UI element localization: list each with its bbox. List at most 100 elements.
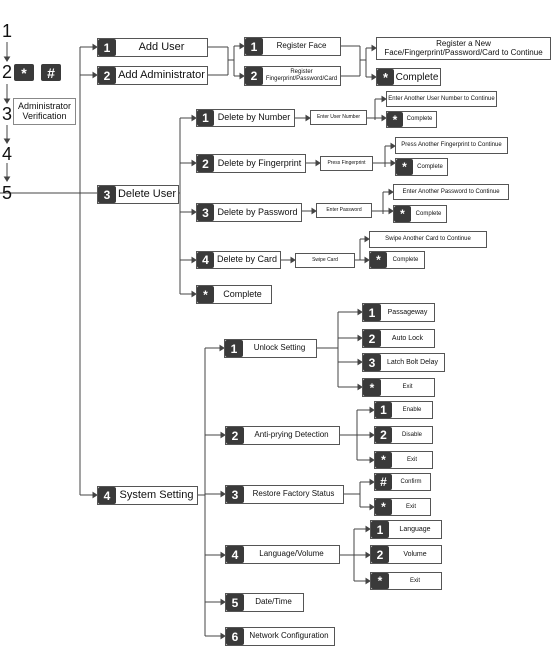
confirm-label: Confirm xyxy=(400,478,422,485)
volume-label: Volume xyxy=(403,550,427,558)
add-user-item: 1 Add User xyxy=(97,38,208,57)
language-option: 1 Language xyxy=(370,520,442,539)
add-administrator-label: Add Administrator xyxy=(118,69,205,82)
system-setting-item: 4 System Setting xyxy=(97,486,198,505)
enable-key: 1 xyxy=(375,402,392,418)
delete-by-password-label: Delete by Password xyxy=(217,206,298,217)
star-key-icon: * xyxy=(387,112,403,127)
language-key: 1 xyxy=(371,521,389,538)
press-fingerprint-box: Press Fingerprint xyxy=(320,156,373,171)
disable-option: 2 Disable xyxy=(374,426,433,444)
star-key-icon: * xyxy=(375,452,392,468)
add-administrator-number: 2 xyxy=(98,67,116,84)
auto-lock-option: 2 Auto Lock xyxy=(362,329,435,348)
anti-prying-label: Anti-prying Detection xyxy=(254,430,329,440)
step-number-4: 4 xyxy=(2,144,13,164)
anti-prying-number: 2 xyxy=(226,427,244,444)
step-number-3: 3 xyxy=(2,104,13,124)
delete-card-complete-label: Complete xyxy=(392,256,419,263)
enable-label: Enable xyxy=(402,406,422,413)
restore-factory-label: Restore Factory Status xyxy=(252,489,335,499)
register-new-line-1: Register a New xyxy=(436,38,491,48)
date-time-number: 5 xyxy=(226,594,244,611)
delete-number-complete-item: * Complete xyxy=(386,111,437,128)
register-fingerprint-line-2: Fingerprint/Password/Card xyxy=(265,76,338,82)
register-complete-label: Complete xyxy=(395,71,439,83)
delete-by-card-label: Delete by Card xyxy=(216,254,278,265)
add-user-label: Add User xyxy=(138,41,185,54)
register-fingerprint-number: 2 xyxy=(245,67,263,85)
star-key-icon: * xyxy=(375,499,392,515)
star-key-icon: * xyxy=(370,252,387,268)
delete-by-fingerprint-item: 2 Delete by Fingerprint xyxy=(196,154,306,173)
delete-complete-item: * Complete xyxy=(196,285,272,304)
star-key-icon: * xyxy=(371,573,389,589)
delete-password-continue-box: Enter Another Password to Continue xyxy=(393,184,509,200)
delete-by-number-number: 1 xyxy=(197,110,214,126)
delete-fingerprint-complete-item: * Complete xyxy=(395,158,448,176)
delete-fingerprint-complete-label: Complete xyxy=(417,163,443,170)
delete-by-password-number: 3 xyxy=(197,204,214,221)
passageway-label: Passageway xyxy=(387,308,428,316)
delete-fingerprint-continue-label: Press Another Fingerprint to Continue xyxy=(401,142,502,149)
register-face-number: 1 xyxy=(245,38,263,55)
delete-by-fingerprint-number: 2 xyxy=(197,155,214,172)
delete-number-complete-label: Complete xyxy=(406,116,433,123)
register-face-item: 1 Register Face xyxy=(244,37,341,56)
register-fingerprint-line-1: Register xyxy=(290,69,313,76)
step-number-1: 1 xyxy=(2,21,13,41)
latch-bolt-delay-option: 3 Latch Bolt Delay xyxy=(362,353,445,372)
latch-bolt-delay-label: Latch Bolt Delay xyxy=(387,358,438,366)
connector-path xyxy=(0,42,396,640)
step-number-2: 2 xyxy=(2,62,13,82)
hash-key-icon: # xyxy=(41,64,61,81)
date-time-label: Date/Time xyxy=(255,597,292,607)
unlock-setting-label: Unlock Setting xyxy=(253,343,306,353)
unlock-setting-number: 1 xyxy=(225,340,243,357)
delete-password-complete-label: Complete xyxy=(415,210,442,217)
system-setting-number: 4 xyxy=(98,487,116,504)
delete-by-card-number: 4 xyxy=(197,252,214,268)
disable-label: Disable xyxy=(401,431,422,438)
language-volume-number: 4 xyxy=(226,546,244,563)
register-fingerprint-item: 2 Register Fingerprint/Password/Card xyxy=(244,66,341,86)
unlock-exit-option: * Exit xyxy=(362,378,435,397)
star-key-icon: * xyxy=(396,159,413,175)
volume-key: 2 xyxy=(371,546,389,563)
delete-card-complete-item: * Complete xyxy=(369,251,425,269)
passageway-option: 1 Passageway xyxy=(362,303,435,322)
anti-prying-item: 2 Anti-prying Detection xyxy=(225,426,340,445)
delete-user-item: 3 Delete User xyxy=(97,185,179,204)
confirm-option: # Confirm xyxy=(374,473,431,491)
delete-password-continue-label: Enter Another Password to Continue xyxy=(402,188,500,195)
swipe-card-label: Swipe Card xyxy=(312,256,338,263)
enter-user-number-box: Enter User Number xyxy=(310,110,367,125)
star-key-icon: * xyxy=(14,64,34,81)
star-key-icon: * xyxy=(363,379,381,396)
enter-password-label: Enter Password xyxy=(326,206,362,213)
delete-by-fingerprint-label: Delete by Fingerprint xyxy=(217,157,302,168)
administrator-verification-box: Administrator Verification xyxy=(13,98,76,125)
auto-lock-key: 2 xyxy=(363,330,381,347)
hash-key-icon: # xyxy=(375,474,392,490)
admin-verification-line-2: Verification xyxy=(22,110,67,121)
star-key-icon: * xyxy=(377,69,394,85)
passageway-key: 1 xyxy=(363,304,381,321)
register-fingerprint-label: Register Fingerprint/Password/Card xyxy=(263,67,340,85)
delete-user-number: 3 xyxy=(98,186,116,203)
disable-key: 2 xyxy=(375,427,392,443)
system-setting-label: System Setting xyxy=(119,489,194,502)
language-volume-label: Language/Volume xyxy=(259,549,324,559)
latch-bolt-delay-key: 3 xyxy=(363,354,381,371)
add-user-number: 1 xyxy=(98,39,116,56)
restore-exit-option: * Exit xyxy=(374,498,431,516)
delete-by-card-item: 4 Delete by Card xyxy=(196,251,281,269)
delete-password-complete-item: * Complete xyxy=(393,205,447,223)
auto-lock-label: Auto Lock xyxy=(391,334,424,342)
enter-user-number-label: Enter User Number xyxy=(316,113,361,120)
restore-factory-number: 3 xyxy=(226,486,244,503)
date-time-item: 5 Date/Time xyxy=(225,593,304,612)
network-configuration-number: 6 xyxy=(226,628,244,645)
language-exit-option: * Exit xyxy=(370,572,442,590)
